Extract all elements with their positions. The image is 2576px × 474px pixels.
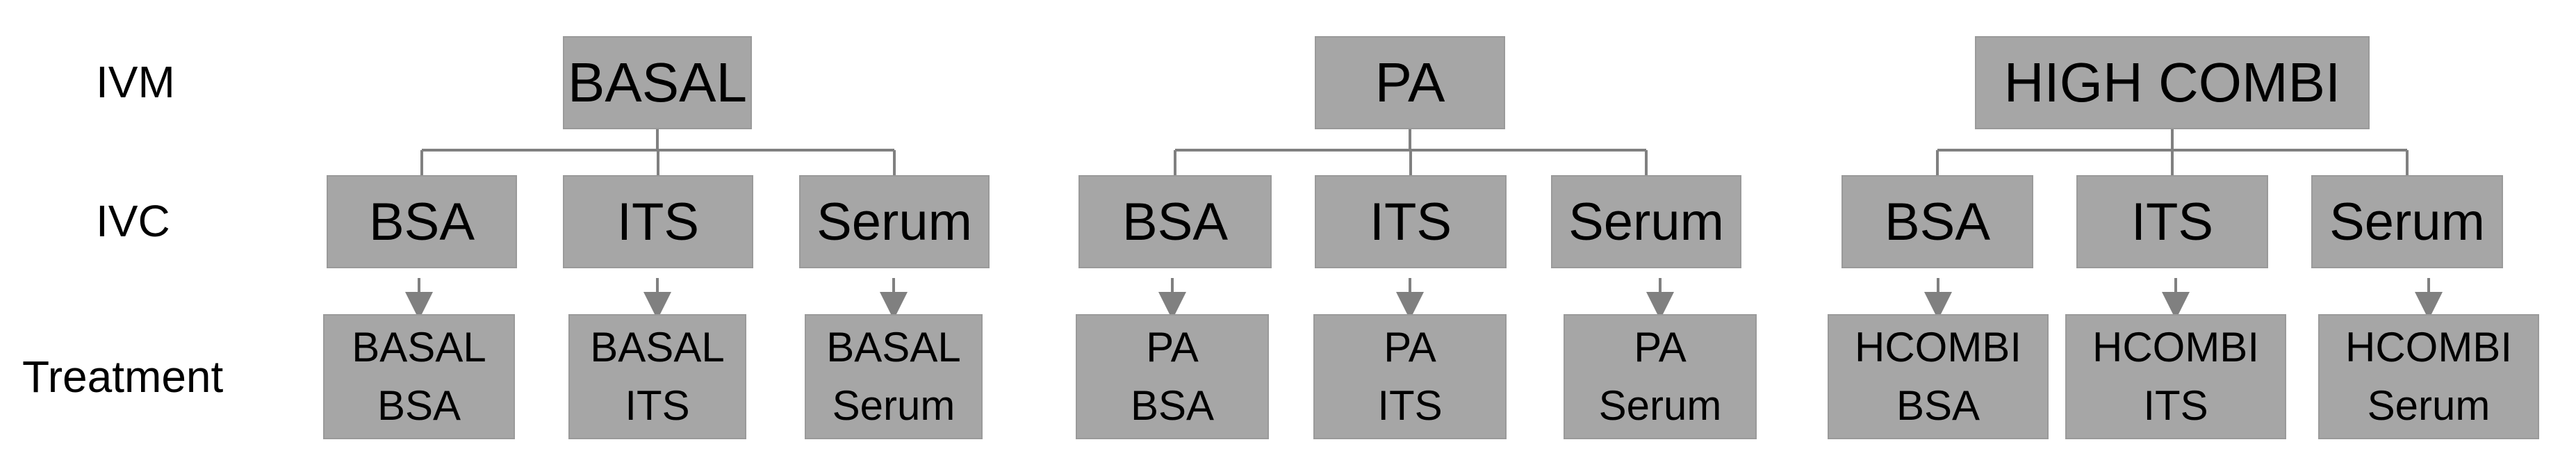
treatment-line1: HCOMBI <box>2092 324 2259 370</box>
ivc-box-its: ITS <box>563 175 753 268</box>
treatment-line1: PA <box>1634 324 1687 370</box>
ivc-box-bsa: BSA <box>1078 175 1272 268</box>
treatment-line1: PA <box>1146 324 1199 370</box>
ivc-box-serum: Serum <box>799 175 990 268</box>
ivc-box-serum: Serum <box>1551 175 1741 268</box>
treatment-box-pa-its: PA ITS <box>1313 314 1507 439</box>
treatment-line2: BSA <box>1896 382 1980 429</box>
ivc-label: ITS <box>616 192 700 252</box>
treatment-line2: Serum <box>1598 382 1722 429</box>
ivc-label: Serum <box>817 192 972 252</box>
treatment-box-pa-bsa: PA BSA <box>1076 314 1269 439</box>
ivm-label: PA <box>1375 51 1445 113</box>
ivm-box-basal: BASAL <box>563 36 752 129</box>
ivm-box-high-combi: HIGH COMBI <box>1975 36 2370 129</box>
treatment-box-basal-bsa: BASAL BSA <box>323 314 515 439</box>
ivc-label: BSA <box>1122 192 1229 252</box>
ivc-label: Serum <box>2329 192 2485 252</box>
ivm-box-pa: PA <box>1315 36 1505 129</box>
treatment-line1: BASAL <box>352 324 486 370</box>
ivc-label: BSA <box>368 192 475 252</box>
treatment-line2: Serum <box>832 382 955 429</box>
ivm-label: BASAL <box>568 51 747 113</box>
ivc-box-bsa: BSA <box>327 175 517 268</box>
treatment-line1: BASAL <box>826 324 961 370</box>
row-label-ivc: IVC <box>96 196 170 246</box>
treatment-box-basal-serum: BASAL Serum <box>805 314 983 439</box>
treatment-line1: BASAL <box>590 324 725 370</box>
treatment-box-hcombi-bsa: HCOMBI BSA <box>1828 314 2049 439</box>
treatment-box-basal-its: BASAL ITS <box>568 314 746 439</box>
treatment-line1: HCOMBI <box>2345 324 2512 370</box>
row-label-ivm: IVM <box>96 57 175 107</box>
treatment-box-pa-serum: PA Serum <box>1564 314 1757 439</box>
treatment-line2: ITS <box>625 382 690 429</box>
ivc-box-serum: Serum <box>2311 175 2503 268</box>
ivc-label: ITS <box>2131 192 2214 252</box>
row-label-treatment: Treatment <box>22 352 224 402</box>
treatment-box-hcombi-its: HCOMBI ITS <box>2065 314 2286 439</box>
ivc-box-bsa: BSA <box>1841 175 2033 268</box>
ivm-label: HIGH COMBI <box>2003 51 2341 113</box>
ivc-label: Serum <box>1568 192 1724 252</box>
treatment-line2: ITS <box>1377 382 1443 429</box>
treatment-box-hcombi-serum: HCOMBI Serum <box>2318 314 2539 439</box>
treatment-line2: BSA <box>1130 382 1215 429</box>
ivc-label: BSA <box>1884 192 1991 252</box>
treatment-line1: PA <box>1384 324 1436 370</box>
ivc-label: ITS <box>1369 192 1452 252</box>
ivc-box-its: ITS <box>1315 175 1507 268</box>
ivc-box-its: ITS <box>2076 175 2268 268</box>
treatment-line1: HCOMBI <box>1855 324 2021 370</box>
treatment-line2: Serum <box>2367 382 2491 429</box>
treatment-line2: BSA <box>377 382 461 429</box>
treatment-line2: ITS <box>2143 382 2208 429</box>
